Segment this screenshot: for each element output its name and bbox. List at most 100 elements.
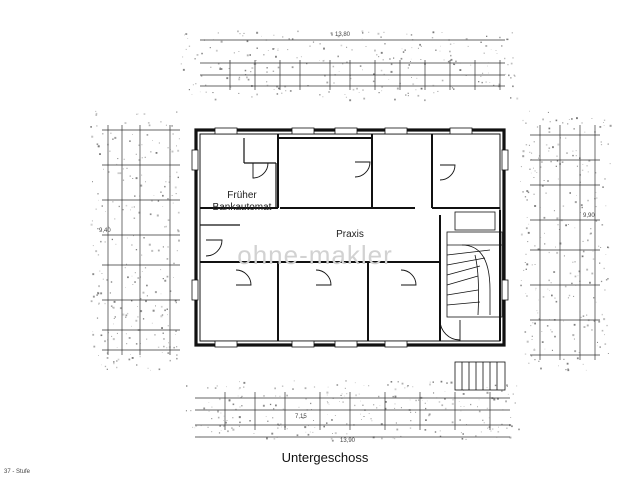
noise-dot	[285, 90, 287, 92]
noise-dot	[363, 385, 365, 386]
noise-dot	[113, 323, 114, 325]
noise-dot	[603, 267, 605, 270]
noise-dot	[253, 433, 255, 434]
noise-dot	[548, 131, 551, 133]
noise-dot	[210, 66, 212, 68]
noise-dot	[205, 91, 207, 93]
noise-dot	[246, 54, 249, 57]
noise-dot	[161, 327, 163, 329]
noise-dot	[101, 273, 103, 274]
noise-dot	[380, 36, 382, 38]
noise-dot	[176, 171, 178, 174]
noise-dot	[538, 299, 539, 301]
noise-dot	[186, 385, 188, 387]
noise-dot	[555, 246, 556, 248]
noise-dot	[607, 143, 609, 145]
noise-dot	[608, 247, 610, 249]
noise-dot	[155, 152, 158, 154]
noise-dot	[420, 87, 423, 90]
noise-dot	[144, 267, 147, 269]
noise-dot	[167, 314, 168, 316]
noise-dot	[241, 405, 243, 407]
noise-dot	[173, 346, 175, 349]
noise-dot	[536, 126, 539, 128]
noise-dot	[302, 417, 305, 419]
noise-dot	[522, 119, 524, 122]
noise-dot	[370, 418, 372, 420]
noise-dot	[309, 431, 311, 433]
noise-dot	[529, 168, 531, 170]
noise-dot	[557, 178, 559, 180]
noise-dot	[377, 32, 380, 35]
noise-dot	[327, 402, 329, 404]
noise-dot	[578, 352, 580, 353]
noise-dot	[209, 47, 211, 49]
noise-dot	[431, 37, 434, 39]
noise-dot	[107, 339, 108, 341]
noise-dot	[207, 426, 209, 428]
noise-dot	[388, 79, 390, 80]
noise-dot	[164, 279, 167, 282]
noise-dot	[175, 334, 176, 335]
noise-dot	[132, 284, 134, 285]
noise-dot	[486, 35, 488, 37]
noise-dot	[356, 87, 358, 90]
noise-dot	[453, 63, 456, 66]
noise-dot	[460, 410, 462, 412]
noise-dot	[177, 211, 180, 214]
noise-dot	[373, 404, 375, 406]
noise-dot	[160, 121, 162, 123]
noise-dot	[162, 206, 164, 207]
noise-dot	[92, 181, 93, 183]
noise-dot	[601, 224, 604, 226]
noise-dot	[355, 394, 357, 397]
noise-dot	[415, 89, 417, 91]
noise-dot	[281, 426, 282, 428]
noise-dot	[276, 85, 279, 88]
noise-dot	[371, 420, 373, 422]
noise-dot	[478, 81, 480, 83]
noise-dot	[223, 420, 224, 421]
noise-dot	[266, 71, 268, 73]
noise-dot	[162, 278, 164, 280]
noise-dot	[525, 122, 527, 124]
noise-dot	[160, 305, 163, 308]
noise-dot	[102, 133, 104, 135]
noise-dot	[220, 430, 222, 431]
noise-dot	[545, 192, 547, 194]
noise-dot	[361, 30, 364, 33]
noise-dot	[475, 435, 477, 437]
noise-dot	[531, 264, 533, 266]
noise-dot	[238, 388, 240, 390]
noise-dot	[158, 368, 161, 371]
noise-dot	[595, 172, 597, 174]
noise-dot	[574, 261, 576, 263]
noise-dot	[149, 213, 152, 216]
noise-dot	[230, 86, 232, 88]
noise-dot	[256, 47, 258, 49]
noise-dot	[304, 426, 307, 429]
noise-dot	[176, 357, 178, 360]
noise-dot	[565, 137, 567, 139]
noise-dot	[526, 340, 529, 343]
noise-dot	[157, 200, 160, 202]
noise-dot	[328, 91, 330, 93]
noise-dot	[518, 428, 520, 431]
noise-dot	[125, 314, 128, 317]
noise-dot	[168, 342, 169, 344]
noise-dot	[346, 423, 348, 425]
noise-dot	[429, 383, 431, 386]
noise-dot	[251, 67, 254, 69]
noise-dot	[176, 354, 178, 356]
noise-dot	[494, 384, 497, 387]
watermark-text: ohne-makler	[237, 240, 393, 270]
noise-dot	[180, 63, 182, 65]
noise-dot	[327, 386, 329, 388]
noise-dot	[415, 411, 417, 413]
noise-dot	[573, 295, 575, 297]
noise-dot	[509, 424, 512, 427]
noise-dot	[577, 275, 579, 277]
noise-dot	[534, 170, 536, 172]
noise-dot	[312, 431, 314, 433]
noise-dot	[553, 271, 556, 273]
